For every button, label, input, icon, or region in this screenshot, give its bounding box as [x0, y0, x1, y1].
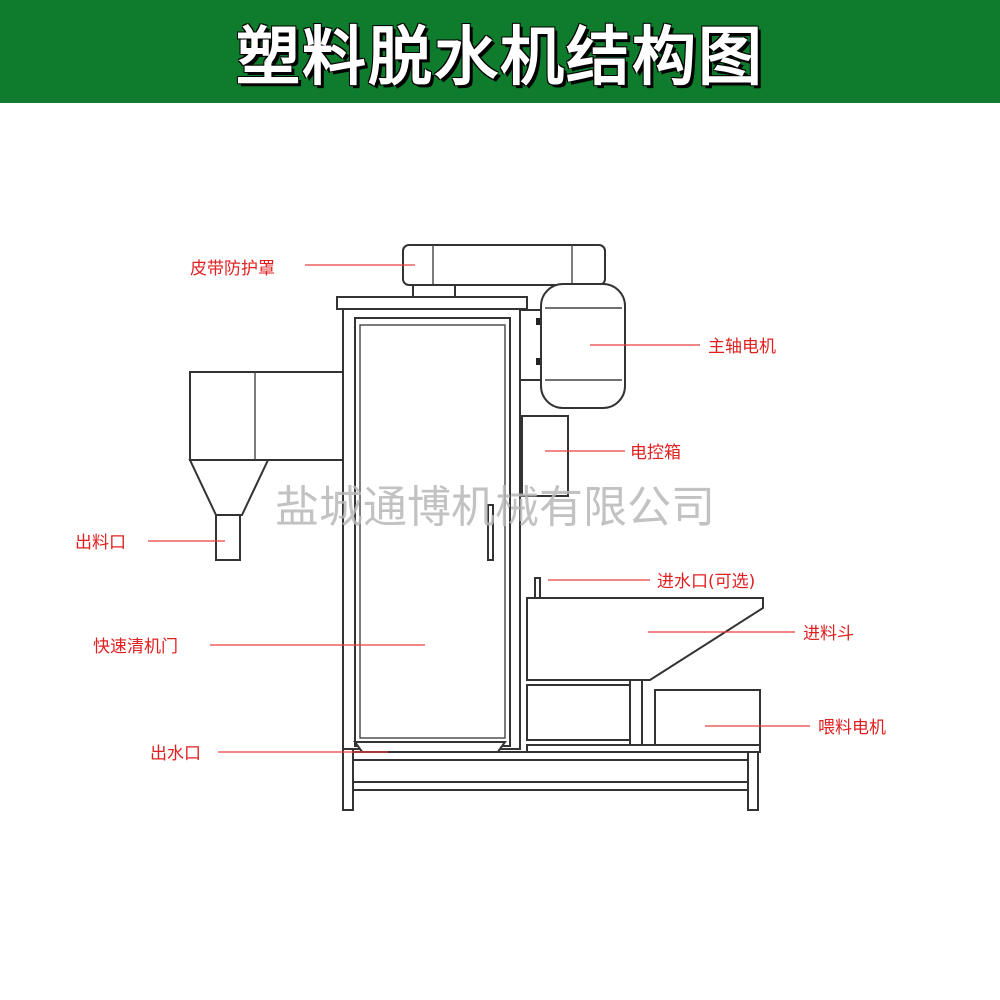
- spindle-motor: [519, 283, 626, 409]
- base-plate: [526, 744, 761, 753]
- label-water-inlet: 进水口(可选): [657, 572, 755, 592]
- machine-drawing: [188, 244, 764, 811]
- label-control-box: 电控箱: [630, 443, 681, 463]
- top-plate: [336, 296, 528, 310]
- label-quick-clean-door: 快速清机门: [93, 637, 178, 657]
- label-belt-guard: 皮带防护罩: [190, 259, 275, 279]
- control-box: [521, 415, 569, 497]
- door-handle: [487, 504, 494, 561]
- label-discharge-outlet: 出料口: [75, 533, 126, 553]
- discharge-chute: [188, 371, 344, 561]
- page-title: 塑料脱水机结构图: [236, 20, 764, 95]
- watermark: 盐城通博机械有限公司: [275, 482, 715, 533]
- quick-clean-door: [359, 324, 506, 739]
- feed-motor: [654, 689, 761, 749]
- label-feed-hopper: 进料斗: [803, 624, 854, 644]
- label-water-outlet: 出水口: [150, 744, 201, 764]
- title-banner: 塑料脱水机结构图: [0, 0, 1000, 103]
- callouts: 皮带防护罩 主轴电机 电控箱 出料口 进水口(可选) 进料斗 快速清机门 喂料电…: [75, 259, 886, 764]
- label-feed-motor: 喂料电机: [818, 718, 886, 738]
- label-spindle-motor: 主轴电机: [708, 337, 776, 357]
- base-frame: [342, 748, 759, 811]
